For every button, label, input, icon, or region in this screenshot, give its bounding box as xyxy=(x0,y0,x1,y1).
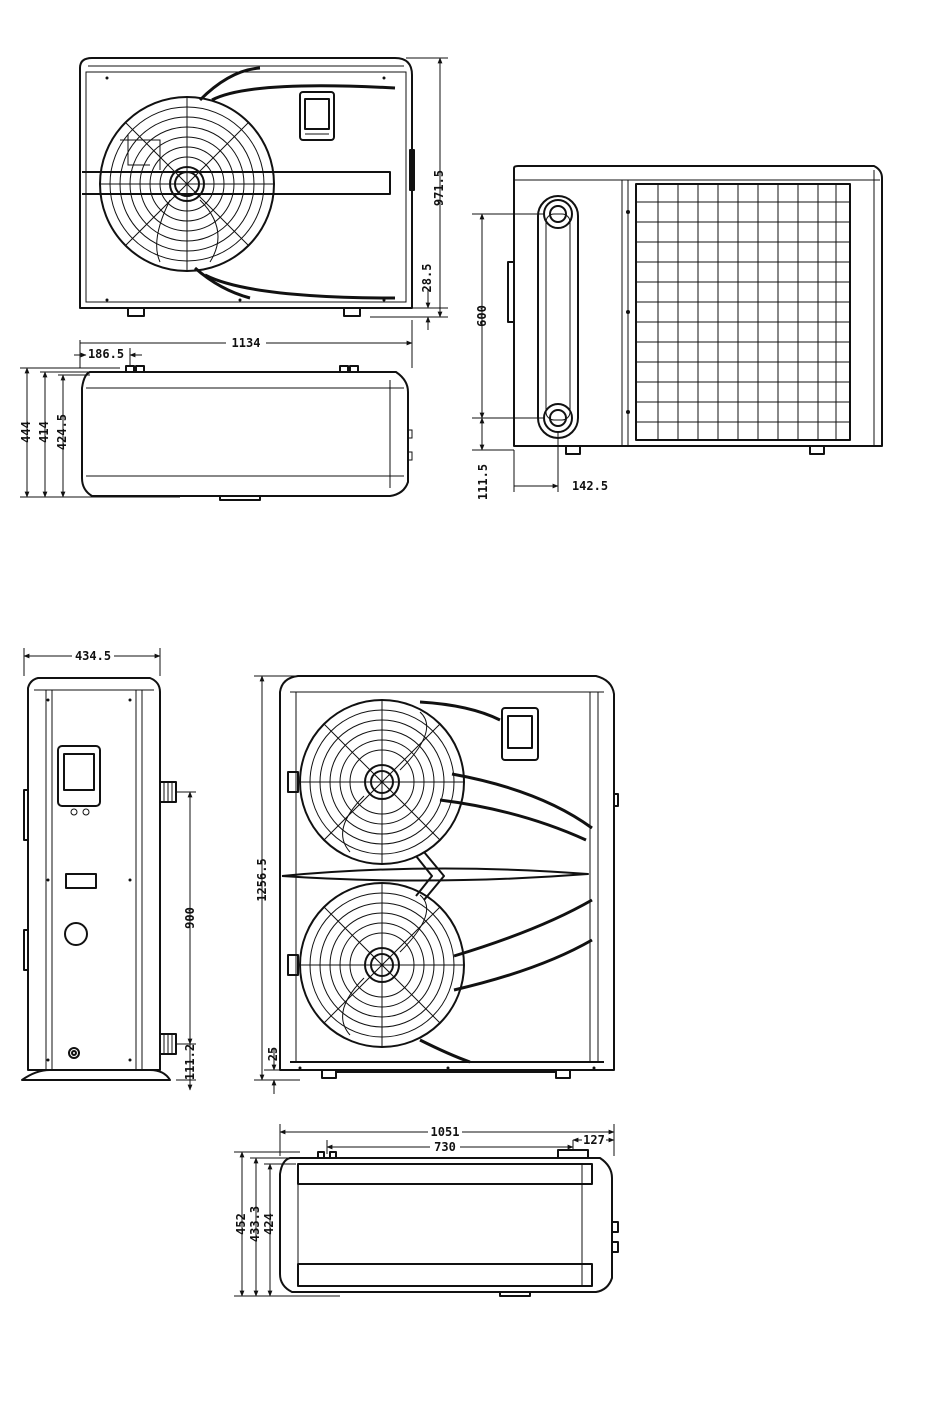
unit-a-fan-offset-dimension: 186.5 xyxy=(74,347,142,366)
dim-unit-a-height: 971.5 xyxy=(432,170,446,206)
unit-a-top-view xyxy=(82,366,412,500)
unit-b-pipe-offset-dimension: 730 xyxy=(327,1140,573,1154)
dim-unit-b-height: 1256.5 xyxy=(255,858,269,901)
dim-unit-a-depth-body: 414 xyxy=(37,421,51,443)
dim-unit-a-depth-inner: 424.5 xyxy=(55,414,69,450)
dim-unit-a-pipe-spacing: 600 xyxy=(475,305,489,327)
unit-a-front-view xyxy=(80,58,414,316)
unit-a-pipe-side-dimension: 142.5 xyxy=(514,432,608,493)
dim-unit-b-pipe-bottom: 111.2 xyxy=(183,1044,197,1080)
dim-unit-b-depth-inner: 424 xyxy=(262,1213,276,1235)
unit-a-controller-icon xyxy=(300,92,334,140)
unit-b-pipe-edge-dimension: 127 xyxy=(573,1133,614,1147)
unit-a-fan-guard xyxy=(100,97,274,271)
unit-a-evaporator-grille xyxy=(626,184,850,440)
unit-a-depth-dimensions: 444 414 424.5 xyxy=(19,368,180,497)
dim-unit-a-pipe-side: 142.5 xyxy=(572,479,608,493)
unit-b-front-controller-icon xyxy=(502,708,538,760)
unit-a-side-view xyxy=(508,166,882,454)
dim-unit-b-depth-total: 452 xyxy=(234,1213,248,1235)
dim-unit-a-depth-total: 444 xyxy=(19,421,33,443)
dim-unit-b-depth: 434.5 xyxy=(75,649,111,663)
unit-b-top-view xyxy=(280,1150,618,1296)
dim-unit-b-pipe-edge: 127 xyxy=(583,1133,605,1147)
dim-unit-b-width: 1051 xyxy=(431,1125,460,1139)
unit-b-depth-dimensions: 452 433.3 424 xyxy=(234,1152,340,1296)
dim-unit-b-foot: 25 xyxy=(266,1047,280,1061)
unit-a-water-pipe-manifold xyxy=(538,196,578,438)
unit-b-lower-fan-guard xyxy=(300,883,464,1047)
dim-unit-b-pipe-offset: 730 xyxy=(434,1140,456,1154)
unit-b-pipe-spacing-dimension: 900 111.2 xyxy=(176,792,197,1090)
unit-b-upper-fan-guard xyxy=(300,700,464,864)
unit-b-front-view xyxy=(280,676,618,1078)
dim-unit-a-pipe-bottom: 111.5 xyxy=(476,464,490,500)
unit-b-height-dimension: 1256.5 25 xyxy=(254,676,300,1094)
unit-b-controller-icon xyxy=(58,746,100,815)
unit-b-side-view xyxy=(22,678,176,1080)
unit-b-depth-dimension: 434.5 xyxy=(24,648,160,676)
dim-unit-b-depth-body: 433.3 xyxy=(248,1206,262,1242)
dim-unit-a-width: 1134 xyxy=(232,336,261,350)
unit-a-pipe-spacing-dimension: 600 111.5 xyxy=(472,214,544,500)
dim-unit-b-pipe-spacing: 900 xyxy=(183,907,197,929)
dim-unit-a-fan-offset: 186.5 xyxy=(88,347,124,361)
dim-unit-a-foot: 28.5 xyxy=(420,264,434,293)
